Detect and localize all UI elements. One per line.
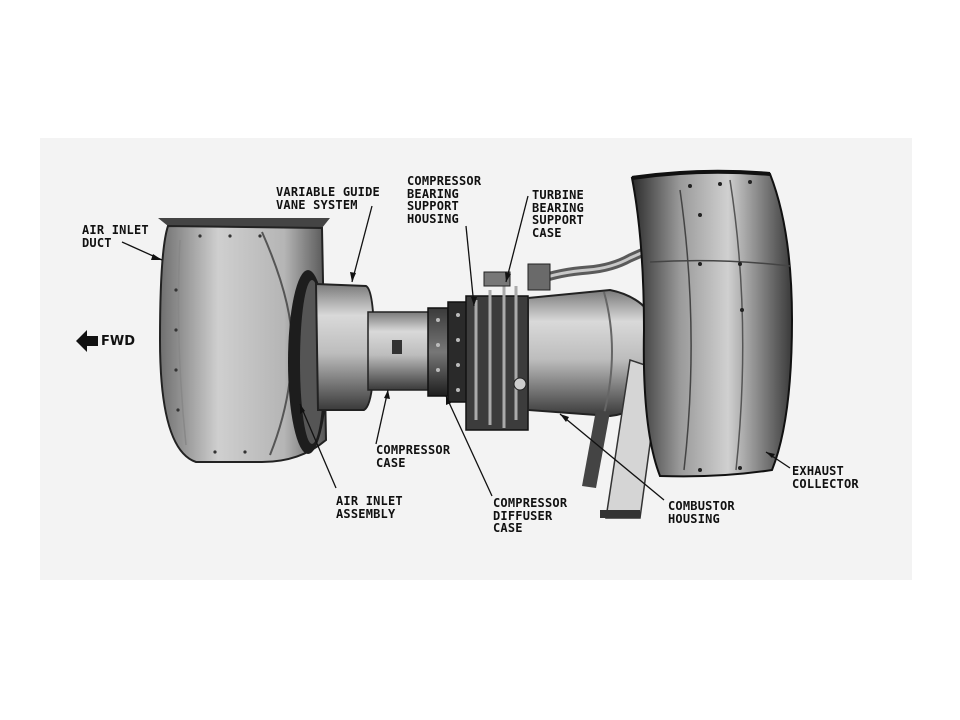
leader-arrowheads <box>151 254 775 458</box>
exhaust-collector-shape <box>630 169 794 478</box>
leader-turbine-bearing <box>505 195 529 283</box>
leader-compressor-case <box>375 389 389 445</box>
turbine-bearing-support-case-shape <box>465 271 529 431</box>
leader-air-inlet-assembly <box>299 403 337 489</box>
leader-compressor-bearing <box>465 225 475 307</box>
label-variable-guide-vane-system: VARIABLE GUIDE VANE SYSTEM <box>276 185 380 212</box>
label-exhaust-collector: EXHAUST COLLECTOR <box>792 464 859 491</box>
compressor-case-shape <box>367 311 433 391</box>
label-turbine-bearing-support-case: TURBINE BEARING SUPPORT CASE <box>532 188 584 240</box>
leader-lines <box>121 195 791 501</box>
air-inlet-duct-shape <box>158 218 330 463</box>
fwd-label: FWD <box>101 333 136 349</box>
variable-guide-vane-housing-shape <box>314 282 376 411</box>
label-combustor-housing: COMBUSTOR HOUSING <box>668 499 735 526</box>
arrow-left-icon <box>76 330 98 352</box>
label-compressor-diffuser-case: COMPRESSOR DIFFUSER CASE <box>493 496 568 535</box>
fuel-pipe-shape <box>527 245 650 291</box>
leader-combustor-housing <box>559 413 665 501</box>
label-compressor-case: COMPRESSOR CASE <box>376 443 451 470</box>
leader-variable-guide-vane <box>351 205 373 283</box>
forward-direction-indicator: FWD <box>76 330 135 352</box>
compressor-diffuser-case-shape <box>427 301 469 403</box>
label-air-inlet-duct: AIR INLET DUCT <box>82 223 149 250</box>
leader-compressor-diffuser <box>445 395 493 497</box>
label-air-inlet-assembly: AIR INLET ASSEMBLY <box>336 494 403 521</box>
label-compressor-bearing-support-housing: COMPRESSOR BEARING SUPPORT HOUSING <box>407 174 482 226</box>
